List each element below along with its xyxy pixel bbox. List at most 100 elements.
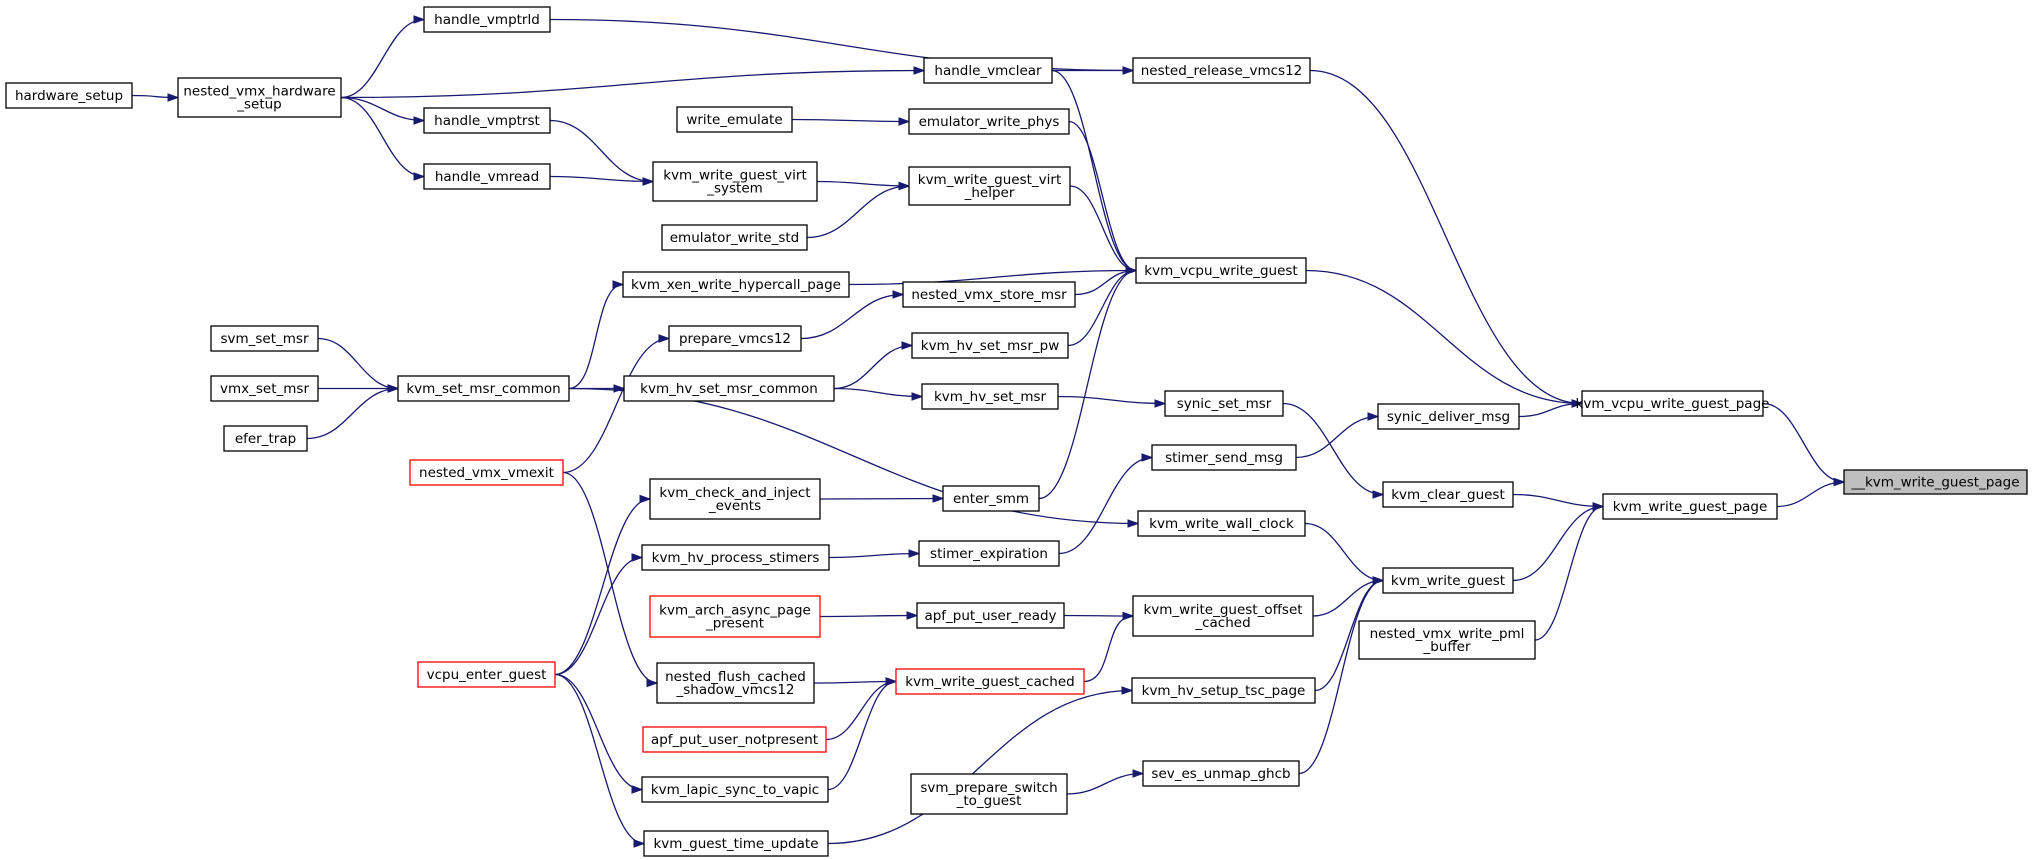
node-box: [668, 325, 802, 352]
graph-node-write-emulate[interactable]: write_emulate: [676, 106, 793, 133]
graph-node-kvm-vcpu-write-guest-page[interactable]: kvm_vcpu_write_guest_page: [1576, 390, 1770, 417]
arrowhead: [892, 290, 905, 299]
graph-node-handle-vmclear[interactable]: handle_vmclear: [923, 57, 1053, 84]
graph-node-kvm-xen-write-hypercall-page[interactable]: kvm_xen_write_hypercall_page: [622, 271, 850, 298]
arrowhead: [633, 839, 646, 848]
graph-node-synic-deliver-msg[interactable]: synic_deliver_msg: [1377, 403, 1520, 430]
node-label: _buffer: [1422, 639, 1470, 655]
node-box: [641, 544, 830, 571]
graph-node-kvm-hv-set-msr-pw[interactable]: kvm_hv_set_msr_pw: [911, 332, 1069, 359]
graph-node---kvm-write-guest-page[interactable]: __kvm_write_guest_page: [1843, 469, 2028, 495]
graph-node-kvm-arch-async-page-present[interactable]: kvm_arch_async_page_present: [649, 595, 821, 638]
graph-node-emulator-write-std[interactable]: emulator_write_std: [661, 224, 808, 251]
node-box: [623, 375, 835, 402]
node-box: [409, 459, 564, 486]
graph-node-handle-vmptrst[interactable]: handle_vmptrst: [423, 107, 551, 134]
graph-node-kvm-write-guest-offset-cached[interactable]: kvm_write_guest_offset_cached: [1132, 595, 1314, 637]
edge-handle-vmptrst-to-kvm-write-guest-virt-system: [549, 119, 654, 183]
edge-kvm-lapic-sync-to-vapic-to-kvm-write-guest-cached: [827, 680, 897, 791]
node-label: handle_vmread: [435, 169, 539, 185]
graph-node-kvm-write-guest-cached[interactable]: kvm_write_guest_cached: [895, 668, 1085, 695]
graph-node-stimer-send-msg[interactable]: stimer_send_msg: [1151, 444, 1297, 471]
graph-node-nested-vmx-hardware-setup[interactable]: nested_vmx_hardware_setup: [177, 77, 342, 118]
graph-node-nested-release-vmcs12[interactable]: nested_release_vmcs12: [1132, 57, 1311, 84]
graph-node-enter-smm[interactable]: enter_smm: [942, 485, 1040, 512]
edge-kvm-set-msr-common-to-kvm-xen-write-hypercall-page: [568, 283, 624, 390]
graph-node-efer-trap[interactable]: efer_trap: [223, 425, 308, 452]
graph-node-kvm-set-msr-common[interactable]: kvm_set_msr_common: [397, 375, 570, 402]
arrowhead: [639, 494, 652, 504]
graph-node-stimer-expiration[interactable]: stimer_expiration: [918, 540, 1060, 567]
edge-handle-vmclear-to-kvm-vcpu-write-guest: [1051, 69, 1137, 272]
edge-write-emulate-to-emulator-write-phys: [791, 118, 910, 123]
edge-svm-prepare-switch-to-guest-to-sev-es-unmap-ghcb: [1066, 772, 1144, 795]
graph-node-vmx-set-msr[interactable]: vmx_set_msr: [210, 375, 319, 402]
graph-node-synic-set-msr[interactable]: synic_set_msr: [1164, 390, 1284, 417]
node-label: kvm_hv_process_stimers: [652, 550, 820, 566]
arrowhead: [1127, 519, 1140, 528]
graph-node-apf-put-user-ready[interactable]: apf_put_user_ready: [916, 602, 1065, 629]
node-box: [918, 540, 1060, 567]
node-label: handle_vmclear: [934, 63, 1042, 79]
arrowhead: [1132, 769, 1145, 778]
node-label: enter_smm: [953, 491, 1029, 507]
edge-svm-set-msr-to-kvm-set-msr-common: [317, 337, 399, 390]
graph-node-kvm-guest-time-update[interactable]: kvm_guest_time_update: [643, 830, 829, 857]
graph-node-kvm-lapic-sync-to-vapic[interactable]: kvm_lapic_sync_to_vapic: [641, 776, 829, 803]
edge-efer-trap-to-kvm-set-msr-common: [306, 387, 399, 440]
graph-node-kvm-vcpu-write-guest[interactable]: kvm_vcpu_write_guest: [1135, 257, 1307, 284]
node-label: kvm_write_guest_virt: [918, 172, 1062, 188]
edge-nested-vmx-hardware-setup-to-handle-vmread: [340, 96, 425, 178]
arrowhead: [646, 678, 659, 688]
node-label: _shadow_vmcs12: [675, 682, 794, 698]
graph-node-kvm-hv-set-msr[interactable]: kvm_hv_set_msr: [921, 383, 1059, 410]
graph-node-kvm-write-guest[interactable]: kvm_write_guest: [1382, 567, 1514, 594]
node-label: kvm_write_guest_page: [1613, 499, 1768, 515]
graph-node-kvm-check-and-inject-events[interactable]: kvm_check_and_inject_events: [649, 478, 821, 520]
graph-node-kvm-hv-process-stimers[interactable]: kvm_hv_process_stimers: [641, 544, 830, 571]
node-label: kvm_check_and_inject: [659, 485, 810, 501]
graph-node-kvm-write-guest-page[interactable]: kvm_write_guest_page: [1602, 493, 1778, 520]
graph-node-kvm-write-wall-clock[interactable]: kvm_write_wall_clock: [1137, 510, 1306, 537]
graph-node-kvm-write-guest-virt-system[interactable]: kvm_write_guest_virt_system: [652, 161, 818, 202]
node-label: kvm_clear_guest: [1391, 487, 1505, 503]
graph-node-kvm-hv-set-msr-common[interactable]: kvm_hv_set_msr_common: [623, 375, 835, 402]
node-label: kvm_write_guest_virt: [663, 168, 807, 184]
arrowhead: [1367, 412, 1380, 421]
node-label: handle_vmptrst: [434, 113, 540, 129]
node-label: kvm_vcpu_write_guest_page: [1576, 396, 1770, 412]
edge-kvm-hv-set-msr-common-to-kvm-hv-set-msr: [833, 387, 923, 398]
graph-node-handle-vmptrld[interactable]: handle_vmptrld: [423, 6, 551, 33]
node-box: [910, 773, 1068, 815]
arrowhead: [413, 172, 426, 181]
graph-node-nested-flush-cached-shadow-vmcs12[interactable]: nested_flush_cached_shadow_vmcs12: [656, 662, 815, 704]
graph-node-nested-vmx-write-pml-buffer[interactable]: nested_vmx_write_pml_buffer: [1358, 620, 1536, 660]
graph-node-nested-vmx-store-msr[interactable]: nested_vmx_store_msr: [902, 281, 1076, 308]
arrowhead: [1592, 502, 1605, 511]
graph-node-handle-vmread[interactable]: handle_vmread: [423, 163, 551, 190]
graph-node-hardware-setup[interactable]: hardware_setup: [5, 82, 133, 109]
node-label: emulator_write_phys: [919, 114, 1060, 130]
graph-node-kvm-clear-guest[interactable]: kvm_clear_guest: [1382, 481, 1514, 508]
edge-kvm-arch-async-page-present-to-apf-put-user-ready: [819, 614, 918, 618]
arrowhead: [642, 177, 655, 186]
node-label: vmx_set_msr: [220, 381, 309, 397]
node-box: [649, 595, 821, 638]
graph-node-svm-prepare-switch-to-guest[interactable]: svm_prepare_switch_to_guest: [910, 773, 1068, 815]
node-label: kvm_hv_setup_tsc_page: [1142, 683, 1306, 699]
graph-node-sev-es-unmap-ghcb[interactable]: sev_es_unmap_ghcb: [1142, 760, 1300, 787]
node-label: kvm_write_guest_offset: [1143, 602, 1302, 618]
node-label: kvm_guest_time_update: [653, 836, 818, 852]
graph-node-vcpu-enter-guest[interactable]: vcpu_enter_guest: [417, 661, 556, 688]
node-label: vcpu_enter_guest: [427, 667, 547, 683]
node-box: [1602, 493, 1778, 520]
graph-node-prepare-vmcs12[interactable]: prepare_vmcs12: [668, 325, 802, 352]
edge-handle-vmread-to-kvm-write-guest-virt-system: [549, 175, 654, 183]
edge-nested-vmx-write-pml-buffer-to-kvm-write-guest-page: [1534, 505, 1604, 641]
graph-node-emulator-write-phys[interactable]: emulator_write_phys: [908, 108, 1070, 135]
graph-node-apf-put-user-notpresent[interactable]: apf_put_user_notpresent: [642, 726, 827, 753]
graph-node-kvm-write-guest-virt-helper[interactable]: kvm_write_guest_virt_helper: [908, 166, 1071, 206]
graph-node-kvm-hv-setup-tsc-page[interactable]: kvm_hv_setup_tsc_page: [1131, 677, 1316, 704]
graph-node-svm-set-msr[interactable]: svm_set_msr: [210, 325, 319, 352]
graph-node-nested-vmx-vmexit[interactable]: nested_vmx_vmexit: [409, 459, 564, 486]
